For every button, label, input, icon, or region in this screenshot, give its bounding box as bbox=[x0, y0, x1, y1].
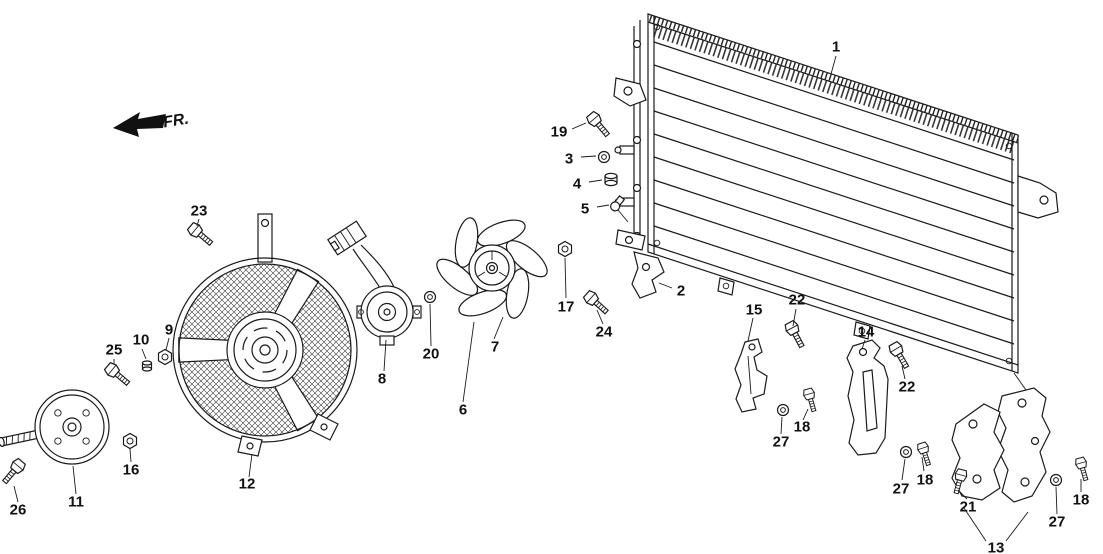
fr-direction-indicator: FR. bbox=[113, 111, 190, 137]
spacer-plate bbox=[0, 389, 110, 465]
callout-4: 4 bbox=[573, 176, 582, 193]
condenser-assembly bbox=[613, 13, 1059, 391]
motor-wire bbox=[352, 244, 395, 289]
callout-19: 19 bbox=[551, 124, 568, 141]
callout-27-c: 27 bbox=[1049, 514, 1066, 531]
part-22-bolt-right bbox=[886, 339, 913, 372]
part-22-bolt-left bbox=[782, 319, 809, 351]
callout-22-a: 22 bbox=[789, 292, 806, 309]
callout-13: 13 bbox=[988, 540, 1005, 554]
callout-2: 2 bbox=[677, 283, 685, 300]
part-20-washer bbox=[423, 290, 437, 304]
callout-5: 5 bbox=[581, 201, 589, 218]
fr-label: FR. bbox=[162, 111, 190, 132]
condenser-right-bracket bbox=[1017, 175, 1059, 219]
callout-7: 7 bbox=[491, 339, 499, 356]
callout-27-a: 27 bbox=[773, 434, 790, 451]
callout-9: 9 bbox=[165, 322, 173, 339]
callout-16: 16 bbox=[123, 462, 140, 479]
callout-20: 20 bbox=[423, 346, 440, 363]
callout-8: 8 bbox=[378, 371, 386, 388]
callout-15: 15 bbox=[746, 302, 763, 319]
part-26-bolt bbox=[0, 456, 28, 487]
part-25-bolt bbox=[102, 360, 133, 390]
callout-3: 3 bbox=[565, 151, 573, 168]
callout-14: 14 bbox=[858, 324, 875, 341]
shroud-top-tab bbox=[257, 213, 273, 263]
fan-shroud bbox=[172, 213, 358, 457]
part-19-bolt bbox=[584, 109, 614, 140]
callout-27-b: 27 bbox=[893, 481, 910, 498]
part-3-washer bbox=[597, 150, 611, 164]
callout-10: 10 bbox=[133, 332, 150, 349]
part-24-bolt bbox=[581, 288, 612, 318]
callout-18-c: 18 bbox=[1073, 492, 1090, 509]
bracket-part-2 bbox=[631, 251, 665, 299]
part-27-washer-a bbox=[776, 403, 790, 417]
callout-18-b: 18 bbox=[917, 472, 934, 489]
callout-23: 23 bbox=[191, 203, 208, 220]
callout-25: 25 bbox=[106, 342, 123, 359]
part-5-fitting bbox=[610, 195, 626, 212]
callout-11: 11 bbox=[68, 494, 84, 511]
bracket-part-15 bbox=[734, 338, 768, 413]
fan-motor bbox=[327, 220, 422, 346]
part-23-bolt bbox=[185, 220, 216, 250]
part-16-nut bbox=[122, 432, 138, 450]
callout-21: 21 bbox=[960, 499, 977, 516]
callout-22-b: 22 bbox=[899, 379, 916, 396]
bracket-part-13 bbox=[951, 387, 1051, 503]
callout-24: 24 bbox=[596, 324, 613, 341]
cooling-fan-blade bbox=[436, 217, 548, 319]
part-10-collar bbox=[141, 360, 153, 372]
shroud-mesh bbox=[179, 264, 351, 436]
part-18-bolt-b bbox=[915, 440, 935, 468]
part-callouts: 1 19 3 4 5 2 23 17 24 15 22 14 22 18 27 … bbox=[10, 39, 1090, 554]
callout-12: 12 bbox=[239, 476, 256, 493]
callout-26: 26 bbox=[10, 502, 27, 519]
callout-18-a: 18 bbox=[794, 419, 811, 436]
condenser-left-tank bbox=[633, 20, 641, 248]
part-18-bolt-c bbox=[1073, 456, 1092, 483]
part-4-grommet bbox=[604, 172, 618, 187]
part-18-bolt-a bbox=[801, 387, 820, 414]
wire-connector bbox=[327, 220, 367, 256]
hardware bbox=[0, 109, 1092, 496]
part-9-nut bbox=[157, 348, 173, 366]
bracket-part-14 bbox=[846, 339, 889, 456]
part-17-nut bbox=[557, 240, 573, 258]
callout-6: 6 bbox=[459, 402, 467, 419]
part-27-washer-c bbox=[1049, 473, 1063, 487]
callout-17: 17 bbox=[558, 299, 575, 316]
callout-1: 1 bbox=[832, 39, 840, 56]
condenser-tubes bbox=[653, 41, 1015, 345]
leader-lines bbox=[13, 55, 1082, 542]
fr-arrow-icon bbox=[113, 112, 166, 137]
part-27-washer-b bbox=[899, 445, 913, 459]
